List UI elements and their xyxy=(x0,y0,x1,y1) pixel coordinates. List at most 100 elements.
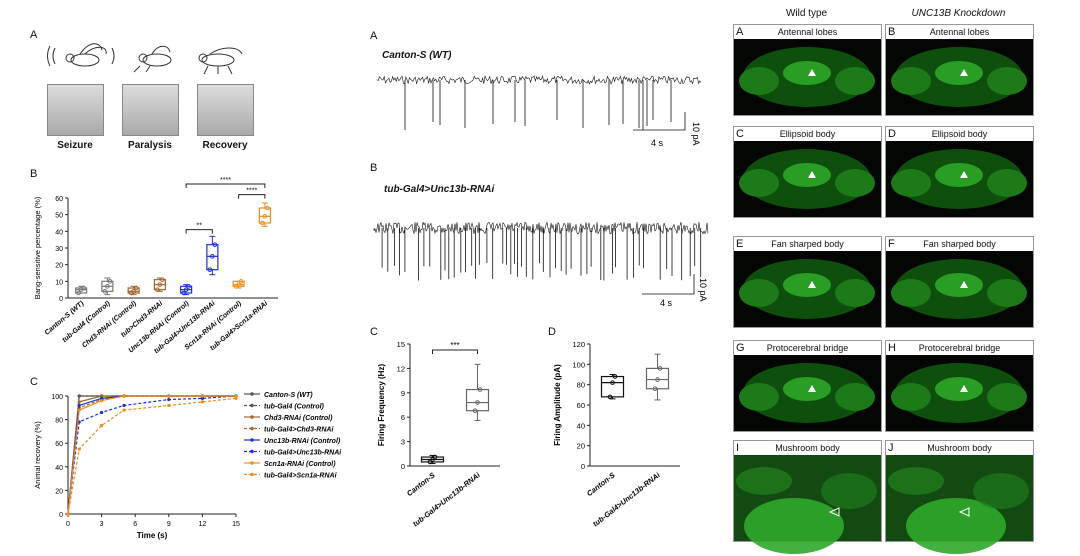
y-tick-label: 60 xyxy=(55,196,63,203)
data-point xyxy=(81,285,86,291)
brain-panel-letter: C xyxy=(736,128,744,140)
box xyxy=(258,207,271,224)
y-tick-label: 0 xyxy=(59,296,63,303)
series-point xyxy=(200,396,204,400)
legend-label: Chd3-RNAi (Control) xyxy=(264,415,333,422)
data-point xyxy=(262,214,268,219)
y-tick-label: 50 xyxy=(55,213,63,220)
data-point xyxy=(105,284,110,289)
x-tick-label: 6 xyxy=(133,521,137,528)
brain-panel-letter: A xyxy=(736,26,744,38)
amp-y-label: Firing Amplitude (pA) xyxy=(553,364,562,446)
brain-panel-title: Protocerebral bridge xyxy=(886,341,1033,355)
brain-panel-title: Mushroom body xyxy=(886,441,1033,455)
paralysis-photo xyxy=(122,84,179,136)
brain-panel-title: Mushroom body xyxy=(734,441,881,455)
seizure-photo xyxy=(47,84,104,136)
series-point xyxy=(77,403,81,408)
data-point xyxy=(238,279,244,284)
box xyxy=(206,244,219,271)
series-point xyxy=(77,394,81,398)
brain-panel-letter: F xyxy=(888,238,895,250)
brain-panel-letter: G xyxy=(736,342,745,354)
series-line xyxy=(67,395,236,515)
category-label: tub-Gal4 (Control) xyxy=(61,300,112,344)
legend-marker xyxy=(250,403,254,408)
firing-amplitude-chart: 020406080100120Canton-Stub-Gal4>Unc13b-R… xyxy=(553,340,680,529)
data-point xyxy=(265,205,270,211)
trace-a-baseline xyxy=(376,75,702,85)
series-point xyxy=(100,399,104,403)
sig-cross-label: **** xyxy=(220,177,231,184)
series-point xyxy=(234,396,238,400)
arrowhead-icon xyxy=(960,171,968,178)
y-tick-label: 20 xyxy=(55,488,63,495)
recovery-y-label: Animal recovery (%) xyxy=(33,421,42,489)
series-point xyxy=(77,400,81,404)
brain-panel-letter: J xyxy=(888,442,894,454)
paralysis-fly-icon xyxy=(133,45,172,73)
series-line xyxy=(67,395,236,515)
legend-marker xyxy=(250,415,254,419)
series-line xyxy=(67,395,236,515)
sig-unc13b-label: ** xyxy=(197,223,203,230)
panel-label-a-mid: A xyxy=(370,30,378,42)
freq-sig-bracket xyxy=(432,349,478,354)
data-point xyxy=(612,374,618,379)
legend-marker xyxy=(250,438,254,442)
y-tick-label: 15 xyxy=(397,340,405,349)
trace-b-baseline xyxy=(373,221,709,235)
scale-time-label: 4 s xyxy=(651,138,664,148)
scale-bar xyxy=(642,274,695,295)
y-tick-label: 10 xyxy=(55,279,63,286)
legend-label: Canton-S (WT) xyxy=(264,392,313,399)
recovery-photo xyxy=(197,84,254,136)
trace-a-title: Canton-S (WT) xyxy=(382,50,452,61)
box xyxy=(465,388,490,412)
series-point xyxy=(234,394,238,398)
legend-marker xyxy=(250,461,254,465)
data-point xyxy=(432,454,438,460)
arrowhead-icon xyxy=(808,385,816,392)
panel-label-c-mid: C xyxy=(370,326,378,338)
data-point xyxy=(155,287,160,292)
series-line xyxy=(67,395,237,515)
y-tick-label: 80 xyxy=(55,418,63,425)
legend-marker xyxy=(250,449,254,454)
fly-illustrations xyxy=(47,43,243,75)
seizure-caption: Seizure xyxy=(57,140,93,151)
freq-sig-label: *** xyxy=(450,341,459,350)
y-tick-label: 6 xyxy=(401,413,405,422)
legend-marker xyxy=(250,426,254,431)
y-tick-label: 40 xyxy=(55,229,63,236)
seizure-fly-icon xyxy=(47,43,115,67)
series-line xyxy=(67,395,236,515)
legend-label: Unc13b-RNAi (Control) xyxy=(264,438,341,445)
legend-label: tub-Gal4>Chd3-RNAi xyxy=(264,427,334,434)
arrowhead-icon xyxy=(808,69,816,76)
y-tick-label: 20 xyxy=(577,442,585,451)
brain-panel-title: Protocerebral bridge xyxy=(734,341,881,355)
brain-panel-title: Fan sharped body xyxy=(886,237,1033,251)
y-tick-label: 30 xyxy=(55,246,63,253)
brain-panel-letter: E xyxy=(736,238,744,250)
data-point xyxy=(160,277,165,282)
sig-cross-bracket xyxy=(185,183,266,188)
data-point xyxy=(430,457,435,462)
series-point xyxy=(100,396,104,400)
series-line xyxy=(67,395,236,515)
series-point xyxy=(167,397,171,402)
series-point xyxy=(167,403,171,408)
freq-y-label: Firing Frequency (Hz) xyxy=(377,364,386,447)
sig-scn1a-label: **** xyxy=(246,188,257,195)
data-point xyxy=(212,242,218,247)
brain-panel-title: Ellipsoid body xyxy=(886,127,1033,141)
y-tick-label: 9 xyxy=(401,389,405,398)
series-point xyxy=(66,512,70,516)
y-tick-label: 0 xyxy=(581,462,585,471)
